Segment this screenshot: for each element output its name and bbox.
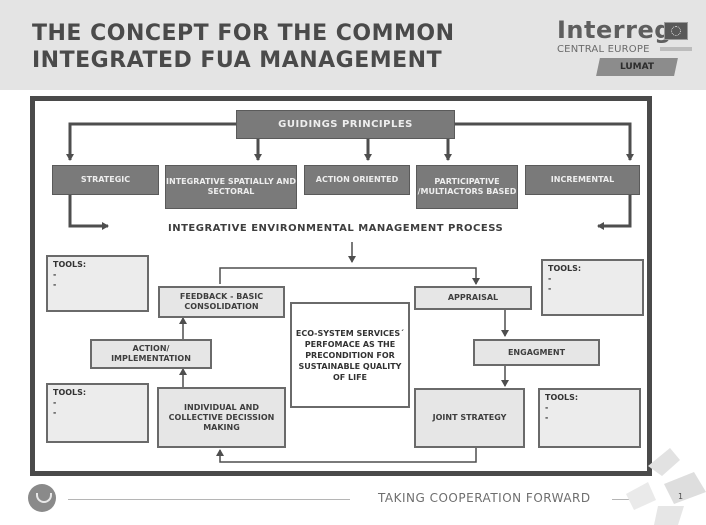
feedback-box: FEEDBACK - BASIC CONSOLIDATION: [158, 286, 285, 318]
joint-strategy-box: JOINT STRATEGY: [414, 388, 525, 448]
header-band: [0, 0, 706, 90]
slide-title: THE CONCEPT FOR THE COMMON INTEGRATED FU…: [32, 20, 472, 74]
principle-action-oriented: ACTION ORIENTED: [304, 165, 410, 195]
tools-box-top-right: TOOLS: - -: [541, 259, 644, 316]
process-title: INTEGRATIVE ENVIRONMENTAL MANAGEMENT PRO…: [168, 223, 504, 234]
tools-box-bottom-left: TOOLS: - -: [46, 383, 149, 443]
tools-item: -: [53, 398, 57, 407]
action-implementation-box: ACTION/ IMPLEMENTATION: [90, 339, 212, 369]
interreg-logo-subtitle: CENTRAL EUROPE: [557, 44, 650, 55]
interreg-logo-word: Interreg: [557, 16, 672, 44]
tools-label: TOOLS:: [545, 393, 579, 402]
tools-item: -: [545, 403, 549, 412]
tools-label: TOOLS:: [548, 264, 582, 273]
tools-item: -: [545, 413, 549, 422]
tools-item: -: [548, 284, 552, 293]
appraisal-box: APPRAISAL: [414, 286, 532, 310]
title-line-2: INTEGRATED FUA MANAGEMENT: [32, 48, 443, 73]
tools-item: -: [548, 274, 552, 283]
ecosystem-services-box: ECO-SYSTEM SERVICES´ PERFOMACE AS THE PR…: [290, 302, 410, 408]
principle-integrative: INTEGRATIVE SPATIALLY AND SECTORAL: [165, 165, 297, 209]
tools-item: -: [53, 408, 57, 417]
loop-bottom: [216, 448, 477, 463]
engagment-box: ENGAGMENT: [473, 339, 600, 366]
arrow-guiding-to-incremental: [455, 122, 634, 161]
footer-divider: [68, 499, 350, 500]
principle-strategic: STRATEGIC: [52, 165, 159, 195]
arrow-strategic-to-process: [68, 195, 109, 230]
arrow-guiding-to-strategic: [66, 122, 236, 161]
leaf-hand-icon: [28, 484, 56, 512]
logo-bar: [660, 47, 692, 51]
title-line-1: THE CONCEPT FOR THE COMMON: [32, 21, 455, 46]
eu-flag-icon: [664, 22, 688, 40]
tools-item: -: [53, 270, 57, 279]
footer-divider-right: [612, 499, 636, 500]
loop-top: [219, 267, 480, 285]
decision-making-box: INDIVIDUAL AND COLLECTIVE DECISSION MAKI…: [157, 387, 286, 448]
page-number: 1: [678, 492, 684, 501]
tools-box-bottom-right: TOOLS: - -: [538, 388, 641, 448]
tools-box-top-left: TOOLS: - -: [46, 255, 149, 312]
corner-decoration: [626, 448, 706, 525]
tools-label: TOOLS:: [53, 260, 87, 269]
tools-item: -: [53, 280, 57, 289]
tools-label: TOOLS:: [53, 388, 87, 397]
principle-incremental: INCREMENTAL: [525, 165, 640, 195]
principle-participative: PARTICIPATIVE /MULTIACTORS BASED: [416, 165, 518, 209]
footer-tagline: TAKING COOPERATION FORWARD: [378, 491, 591, 505]
guiding-principles-box: GUIDINGS PRINCIPLES: [236, 110, 455, 139]
arrow-incremental-to-process: [597, 195, 632, 230]
